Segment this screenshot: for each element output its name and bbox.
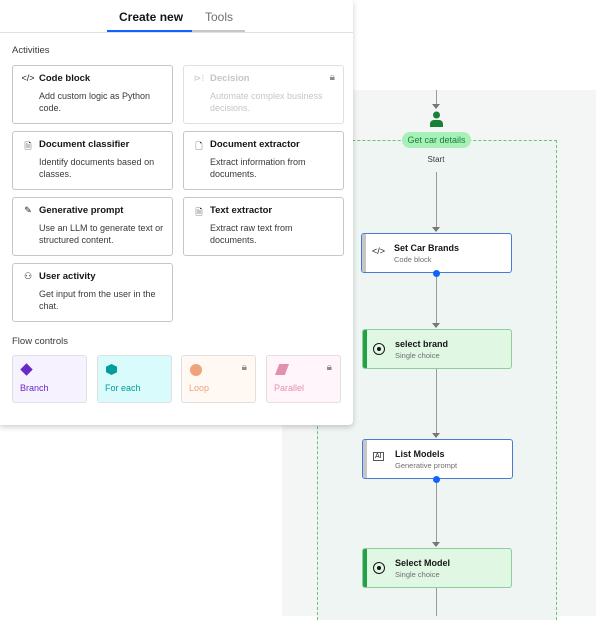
card-desc: Use an LLM to generate text or structure… bbox=[39, 223, 164, 245]
parallelogram-icon bbox=[275, 364, 289, 375]
flow-node-list-models[interactable]: AI List Models Generative prompt bbox=[362, 439, 513, 479]
flow-control-label: For each bbox=[105, 383, 141, 393]
arrow-icon bbox=[432, 542, 440, 547]
lock-icon: 🔒︎ bbox=[241, 362, 247, 373]
connector bbox=[436, 483, 437, 543]
lock-icon: 🔒︎ bbox=[326, 362, 332, 373]
divider bbox=[0, 32, 353, 33]
connector bbox=[436, 172, 437, 228]
node-subtitle: Generative prompt bbox=[395, 461, 458, 470]
text-extractor-icon: 🗎 bbox=[195, 207, 203, 217]
user-icon: ⚇ bbox=[23, 271, 33, 281]
flow-control-label: Loop bbox=[189, 383, 210, 393]
arrow-icon bbox=[432, 323, 440, 328]
flow-control-label: Parallel bbox=[274, 383, 305, 393]
connector bbox=[436, 90, 437, 104]
connector bbox=[436, 277, 437, 324]
card-desc: Extract information from documents. bbox=[210, 157, 306, 179]
flow-node-select-brand[interactable]: select brand Single choice bbox=[362, 329, 512, 369]
radio-icon bbox=[373, 343, 385, 355]
pencil-icon: ✎ bbox=[24, 205, 32, 215]
arrow-icon bbox=[432, 227, 440, 232]
card-title: User activity bbox=[39, 271, 96, 282]
arrow-icon bbox=[432, 104, 440, 109]
document-extractor-icon: 🗋 bbox=[195, 141, 203, 151]
node-title: select brand bbox=[395, 339, 449, 349]
decision-icon: ⊳⁝ bbox=[193, 73, 205, 83]
document-classifier-icon: 🗎 bbox=[24, 141, 32, 151]
card-title: Code block bbox=[39, 73, 91, 84]
node-title: Set Car Brands bbox=[394, 243, 460, 253]
node-subtitle: Single choice bbox=[395, 351, 440, 360]
user-icon bbox=[430, 111, 443, 127]
flow-node-set-car-brands[interactable]: </> Set Car Brands Code block bbox=[361, 233, 512, 273]
activities-heading: Activities bbox=[12, 45, 50, 56]
tab-tools[interactable]: Tools bbox=[205, 10, 234, 24]
connection-handle[interactable] bbox=[433, 476, 440, 483]
flow-controls-heading: Flow controls bbox=[12, 336, 68, 347]
card-title: Document extractor bbox=[210, 139, 300, 150]
diamond-icon bbox=[20, 363, 33, 376]
hexagon-icon bbox=[106, 364, 117, 375]
card-desc: Get input from the user in the chat. bbox=[39, 289, 156, 311]
node-title: Select Model bbox=[395, 558, 451, 568]
connector bbox=[436, 588, 437, 616]
flow-control-label: Branch bbox=[20, 383, 49, 393]
start-label: Start bbox=[427, 155, 445, 164]
flow-control-parallel: Parallel 🔒︎ bbox=[266, 355, 341, 403]
ai-icon: AI bbox=[373, 452, 384, 461]
flow-node-select-model[interactable]: Select Model Single choice bbox=[362, 548, 512, 588]
card-desc: Add custom logic as Python code. bbox=[39, 91, 151, 113]
card-desc: Extract raw text from documents. bbox=[210, 223, 293, 245]
tab-indicator bbox=[192, 30, 245, 32]
node-title: List Models bbox=[395, 449, 445, 459]
circle-icon bbox=[190, 364, 202, 376]
card-desc: Automate complex business decisions. bbox=[210, 91, 323, 113]
node-subtitle: Single choice bbox=[395, 570, 440, 579]
tab-create-new[interactable]: Create new bbox=[119, 10, 184, 24]
card-title: Decision bbox=[210, 73, 250, 84]
arrow-icon bbox=[432, 433, 440, 438]
connector bbox=[436, 369, 437, 434]
flow-control-branch[interactable]: Branch bbox=[12, 355, 87, 403]
active-tab-indicator bbox=[107, 30, 192, 32]
connection-handle[interactable] bbox=[433, 270, 440, 277]
create-panel: Create new Tools Activities </> Code bloc… bbox=[0, 0, 353, 425]
flow-control-loop: Loop 🔒︎ bbox=[181, 355, 256, 403]
card-desc: Identify documents based on classes. bbox=[39, 157, 155, 179]
group-label[interactable]: Get car details bbox=[402, 132, 471, 148]
card-title: Generative prompt bbox=[39, 205, 124, 216]
lock-icon: 🔒︎ bbox=[329, 72, 335, 83]
card-title: Text extractor bbox=[210, 205, 273, 216]
code-icon: </> bbox=[372, 246, 386, 256]
radio-icon bbox=[373, 562, 385, 574]
user-activity-group bbox=[317, 140, 557, 620]
flow-control-for-each[interactable]: For each bbox=[97, 355, 172, 403]
code-icon: </> bbox=[21, 73, 35, 83]
card-title: Document classifier bbox=[39, 139, 130, 150]
node-subtitle: Code block bbox=[394, 255, 432, 264]
